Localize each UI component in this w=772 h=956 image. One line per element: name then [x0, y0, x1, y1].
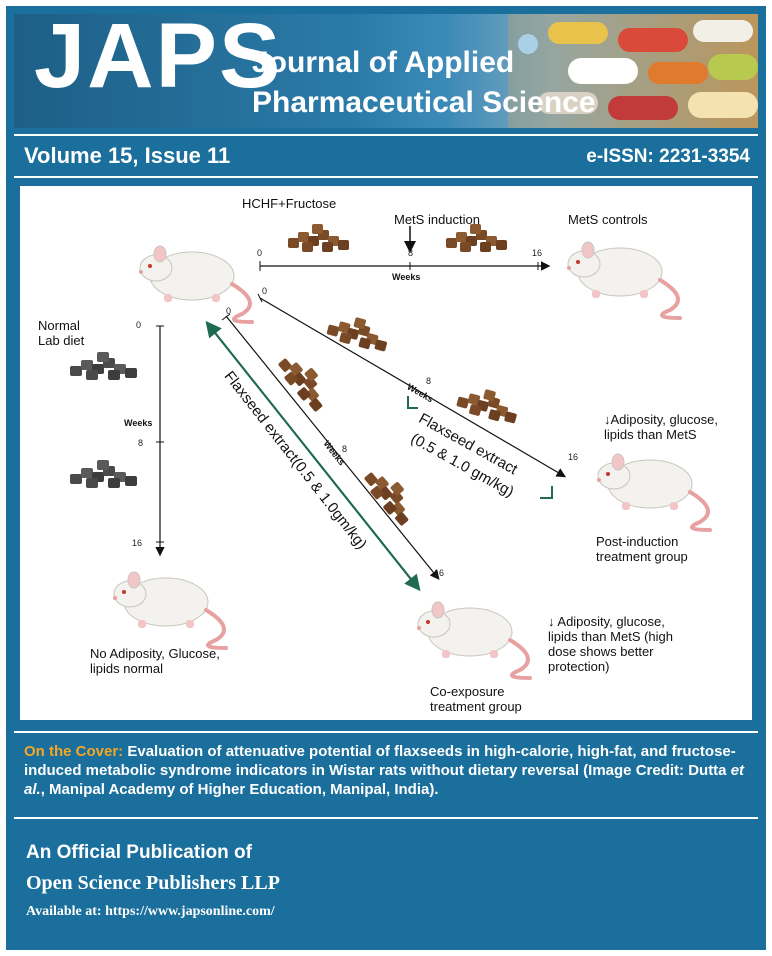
- publisher-url[interactable]: Available at: https://www.japsonline.com…: [26, 904, 275, 919]
- volume-issue: Volume 15, Issue 11: [24, 143, 231, 168]
- on-the-cover-box: On the Cover: Evaluation of attenuative …: [14, 731, 758, 819]
- tick-co-0: 0: [226, 306, 232, 316]
- mets-control-rat: [565, 240, 682, 320]
- pills-image: [508, 14, 758, 128]
- issue-bar: Volume 15, Issue 11 e-ISSN: 2231-3354: [14, 134, 758, 178]
- publisher-line1: An Official Publication of: [26, 842, 252, 863]
- post-group-label: Post-induction treatment group: [596, 534, 688, 564]
- normal-outcome-label: No Adiposity, Glucose, lipids normal: [90, 646, 220, 676]
- on-the-cover-label: On the Cover:: [24, 743, 124, 760]
- journal-logo: JAPS: [34, 14, 283, 107]
- tick-v-8: 8: [138, 438, 144, 448]
- tick-top-8: 8: [408, 248, 414, 258]
- journal-title-line1: Journal of Applied: [252, 46, 515, 79]
- tick-v-16: 16: [132, 538, 143, 548]
- hchf-label: HCHF+Fructose: [242, 196, 337, 211]
- tick-top-0: 0: [257, 248, 263, 258]
- eissn: e-ISSN: 2231-3354: [586, 146, 750, 167]
- tick-post-0: 0: [262, 286, 268, 296]
- tick-post-16: 16: [568, 452, 579, 462]
- post-group-line1: Post-induction: [596, 534, 679, 549]
- post-effect-line1: ↓Adiposity, glucose,: [604, 412, 718, 427]
- normal-outcome-line1: No Adiposity, Glucose,: [90, 646, 220, 661]
- cover-text-a: Evaluation of attenuative potential of f…: [24, 743, 736, 779]
- normal-diet-label: Normal Lab diet: [38, 318, 84, 348]
- co-exposure-rat: [415, 600, 532, 680]
- cover-figure: HCHF+Fructose MetS induction MetS contro…: [20, 186, 752, 720]
- post-effect-label: ↓Adiposity, glucose, lipids than MetS: [604, 412, 718, 442]
- cover-text-em: et al.: [24, 762, 745, 798]
- post-effect-line2: lipids than MetS: [604, 427, 697, 442]
- normal-outcome-line2: lipids normal: [90, 661, 163, 676]
- post-induction-rat: [595, 452, 712, 532]
- tick-co-16: 16: [434, 568, 445, 578]
- co-group-label: Co-exposure treatment group: [430, 684, 522, 714]
- tick-post-8: 8: [426, 376, 432, 386]
- cover-text-b: , Manipal Academy of Higher Education, M…: [40, 781, 439, 798]
- publisher-box: An Official Publication of Open Science …: [14, 822, 758, 944]
- mets-induction-label: MetS induction: [394, 212, 480, 227]
- normal-diet-line1: Normal: [38, 318, 80, 333]
- tick-top-16: 16: [532, 248, 543, 258]
- tick-co-8: 8: [342, 444, 348, 454]
- on-the-cover-text: On the Cover: Evaluation of attenuative …: [24, 742, 748, 799]
- journal-header: JAPS Journal of Applied Pharmaceutical S…: [14, 14, 758, 128]
- journal-title-line2: Pharmaceutical Science: [252, 86, 596, 119]
- co-effect-line2: lipids than MetS (high: [548, 629, 674, 644]
- co-group-line1: Co-exposure: [430, 684, 505, 699]
- co-effect-label: ↓ Adiposity, glucose, lipids than MetS (…: [548, 614, 673, 674]
- post-group-line2: treatment group: [596, 549, 688, 564]
- weeks-vertical: Weeks: [124, 418, 153, 428]
- figure-drawing: [70, 224, 712, 680]
- weeks-top: Weeks: [392, 272, 421, 282]
- mets-rat-start: [137, 244, 254, 324]
- co-effect-line3: dose shows better: [548, 644, 654, 659]
- co-group-line2: treatment group: [430, 699, 522, 714]
- co-effect-line1: ↓ Adiposity, glucose,: [548, 614, 665, 629]
- publisher-name: Open Science Publishers LLP: [26, 872, 280, 894]
- normal-rat: [111, 570, 228, 650]
- normal-diet-line2: Lab diet: [38, 333, 85, 348]
- mets-controls-label: MetS controls: [568, 212, 648, 227]
- tick-v-0: 0: [136, 320, 142, 330]
- co-effect-line4: protection): [548, 659, 610, 674]
